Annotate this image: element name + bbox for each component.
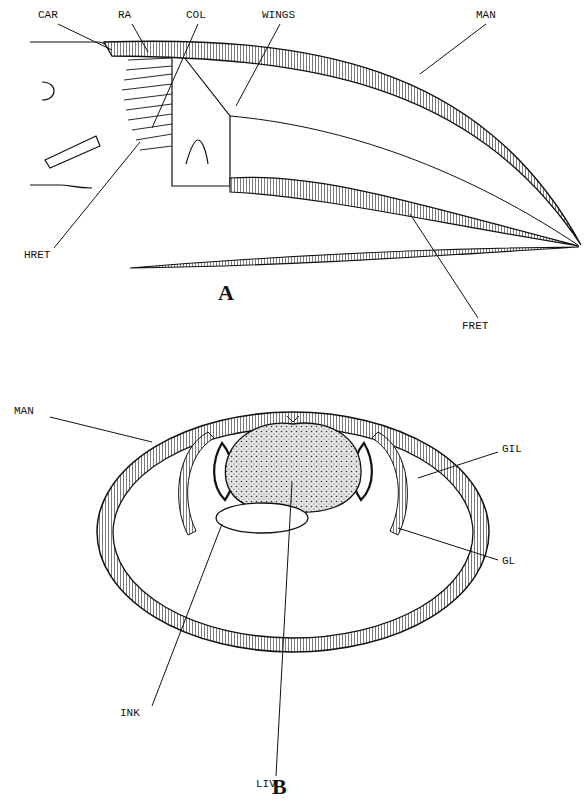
part-label: INK xyxy=(120,708,140,719)
part-label: MAN xyxy=(476,10,496,21)
part-label: CAR xyxy=(38,10,58,21)
part-label: GIL xyxy=(502,444,522,455)
part-label: HRET xyxy=(24,250,50,261)
figure-letter: B xyxy=(272,776,287,798)
part-label: COL xyxy=(186,10,206,21)
part-label: GL xyxy=(502,556,515,567)
part-label: MAN xyxy=(14,406,34,417)
figure-letter: A xyxy=(218,282,234,304)
part-label: FRET xyxy=(462,321,488,332)
part-label: RA xyxy=(118,10,131,21)
part-label: WINGS xyxy=(262,10,295,21)
